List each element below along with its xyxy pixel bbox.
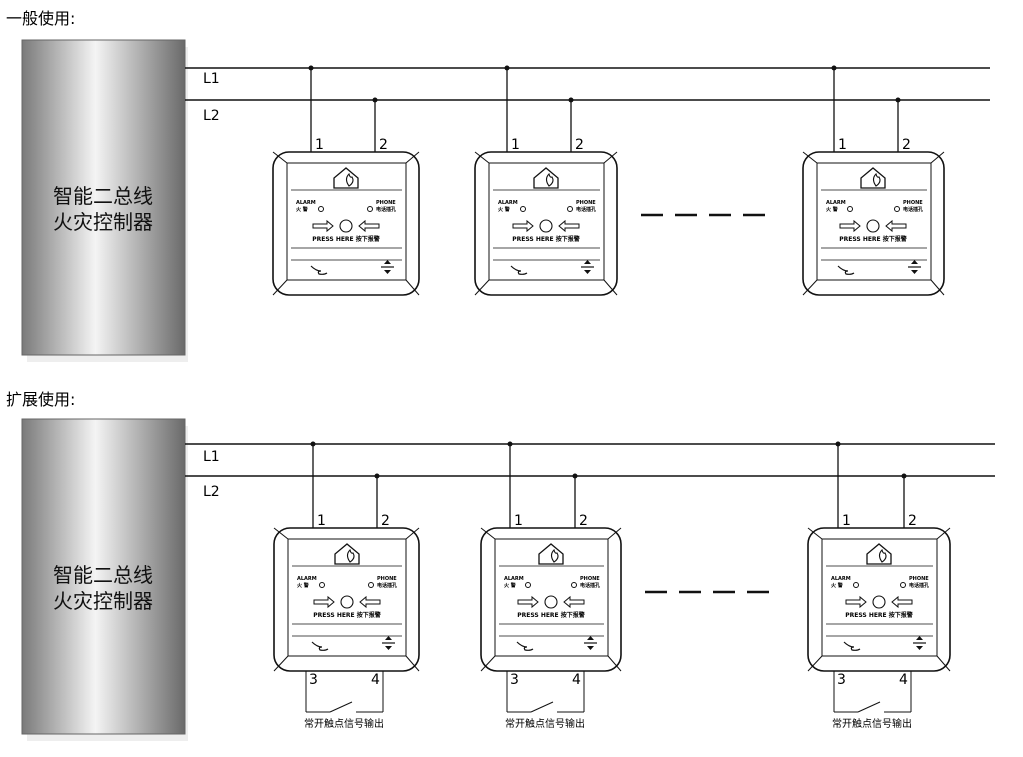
alarm-en-label: ALARM — [826, 200, 846, 206]
contact-output-label: 常开触点信号输出 — [505, 717, 585, 730]
alarm-en-label: ALARM — [504, 576, 524, 582]
press-arrows-icon — [512, 219, 580, 233]
test-key-icon — [913, 636, 926, 650]
phone-cn-label: 电话插孔 — [376, 206, 396, 213]
phone-icon — [837, 265, 855, 275]
phone-icon — [311, 641, 329, 651]
phone-en-label: PHONE — [909, 576, 929, 582]
controller-label-line1: 智能二总线 — [53, 184, 153, 208]
controller-label-line2: 火灾控制器 — [53, 589, 153, 613]
manual-call-point: 1 2 ALARM 火 警 PHONE 电话插孔 — [474, 65, 618, 296]
manual-call-point: 1 2 ALARM 火 警 PHONE 电话插孔 — [802, 65, 945, 296]
terminal-1-label: 1 — [511, 137, 520, 153]
bus-label-l1: L1 — [203, 449, 220, 465]
alarm-cn-label: 火 警 — [504, 582, 516, 589]
fire-controller: 智能二总线 火灾控制器 — [21, 418, 188, 741]
normally-open-contact: 3 4 常开触点信号输出 — [304, 671, 384, 730]
press-arrows-icon — [517, 595, 585, 609]
contact-output-label: 常开触点信号输出 — [832, 717, 912, 730]
terminal-2-label: 2 — [575, 137, 584, 153]
phone-icon — [516, 641, 534, 651]
phone-cn-label: 电话插孔 — [377, 582, 397, 589]
phone-icon — [310, 265, 328, 275]
terminal-1-label: 1 — [842, 513, 851, 529]
terminal-2-label: 2 — [908, 513, 917, 529]
test-key-icon — [382, 636, 395, 650]
terminal-1-label: 1 — [315, 137, 324, 153]
terminal-1-label: 1 — [317, 513, 326, 529]
terminal-2-label: 2 — [381, 513, 390, 529]
bus-label-l1: L1 — [203, 71, 220, 87]
terminal-4-label: 4 — [371, 672, 380, 688]
bus-label-l2: L2 — [203, 484, 220, 500]
extended-use-diagram: 智能二总线 火灾控制器 L1 L2 1 2 — [21, 418, 995, 741]
phone-en-label: PHONE — [576, 200, 596, 206]
manual-call-point: 1 2 ALARM 火 警 PHONE 电话插孔 — [480, 441, 622, 730]
phone-icon — [843, 641, 861, 651]
controller-label-line1: 智能二总线 — [53, 563, 153, 587]
test-key-icon — [581, 260, 594, 274]
press-here-label: PRESS HERE 按下报警 — [845, 611, 913, 619]
house-fire-icon — [333, 167, 359, 189]
normally-open-contact: 3 4 常开触点信号输出 — [505, 671, 585, 730]
phone-en-label: PHONE — [903, 200, 923, 206]
terminal-2-label: 2 — [902, 137, 911, 153]
terminal-3-label: 3 — [309, 672, 318, 688]
alarm-en-label: ALARM — [296, 200, 316, 206]
press-arrows-icon — [839, 219, 907, 233]
alarm-en-label: ALARM — [831, 576, 851, 582]
test-key-icon — [908, 260, 921, 274]
phone-en-label: PHONE — [377, 576, 397, 582]
contact-output-label: 常开触点信号输出 — [304, 717, 384, 730]
terminal-2-label: 2 — [579, 513, 588, 529]
press-arrows-icon — [312, 219, 380, 233]
section-title-general: 一般使用: — [6, 9, 76, 28]
terminal-4-label: 4 — [899, 672, 908, 688]
phone-cn-label: 电话插孔 — [580, 582, 600, 589]
controller-label-line2: 火灾控制器 — [53, 210, 153, 234]
section-title-extended: 扩展使用: — [6, 390, 76, 409]
manual-call-point: 1 2 ALARM 火 警 PHONE 电话插孔 — [273, 441, 420, 730]
house-fire-icon — [533, 167, 559, 189]
phone-cn-label: 电话插孔 — [903, 206, 923, 213]
terminal-3-label: 3 — [837, 672, 846, 688]
manual-call-point: 1 2 ALARM 火 警 PHONE 电话插孔 — [807, 441, 951, 730]
general-use-diagram: 智能二总线 火灾控制器 L1 L2 1 2 — [21, 39, 990, 362]
phone-icon — [510, 265, 528, 275]
press-here-label: PRESS HERE 按下报警 — [512, 235, 580, 243]
house-fire-icon — [866, 543, 892, 565]
house-fire-icon — [538, 543, 564, 565]
phone-cn-label: 电话插孔 — [576, 206, 596, 213]
terminal-1-label: 1 — [514, 513, 523, 529]
terminal-4-label: 4 — [572, 672, 581, 688]
alarm-cn-label: 火 警 — [498, 206, 510, 213]
terminal-1-label: 1 — [838, 137, 847, 153]
house-fire-icon — [334, 543, 360, 565]
press-here-label: PRESS HERE 按下报警 — [517, 611, 585, 619]
press-here-label: PRESS HERE 按下报警 — [313, 611, 381, 619]
fire-controller: 智能二总线 火灾控制器 — [21, 39, 188, 362]
alarm-cn-label: 火 警 — [297, 582, 309, 589]
phone-cn-label: 电话插孔 — [909, 582, 929, 589]
phone-en-label: PHONE — [580, 576, 600, 582]
test-key-icon — [584, 636, 597, 650]
press-arrows-icon — [313, 595, 381, 609]
phone-en-label: PHONE — [376, 200, 396, 206]
bus-label-l2: L2 — [203, 108, 220, 124]
terminal-3-label: 3 — [510, 672, 519, 688]
press-here-label: PRESS HERE 按下报警 — [312, 235, 380, 243]
house-fire-icon — [860, 167, 886, 189]
alarm-cn-label: 火 警 — [296, 206, 308, 213]
press-arrows-icon — [845, 595, 913, 609]
press-here-label: PRESS HERE 按下报警 — [839, 235, 907, 243]
terminal-2-label: 2 — [379, 137, 388, 153]
alarm-cn-label: 火 警 — [831, 582, 843, 589]
alarm-cn-label: 火 警 — [826, 206, 838, 213]
alarm-en-label: ALARM — [498, 200, 518, 206]
manual-call-point: 1 2 ALARM 火 警 PHONE 电话插孔 — [272, 65, 420, 296]
alarm-en-label: ALARM — [297, 576, 317, 582]
test-key-icon — [381, 260, 394, 274]
normally-open-contact: 3 4 常开触点信号输出 — [832, 671, 912, 730]
